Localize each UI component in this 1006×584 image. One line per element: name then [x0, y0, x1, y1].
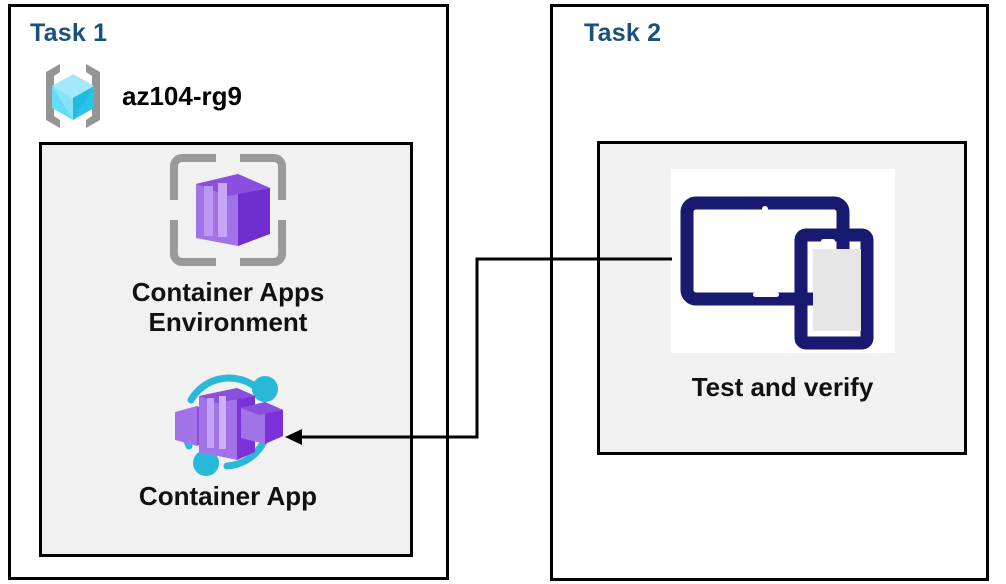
container-app-icon — [165, 370, 291, 476]
container-apps-environment-icon — [166, 150, 290, 270]
test-and-verify-icon — [663, 165, 903, 361]
container-app-caption: Container App — [138, 481, 318, 511]
node-container-app: Container App — [83, 370, 373, 512]
resource-group-icon — [36, 60, 110, 132]
task-1-title: Task 1 — [30, 19, 108, 47]
test-and-verify-caption: Test and verify — [691, 372, 874, 402]
container-apps-environment-caption: Container Apps Environment — [131, 277, 325, 337]
resource-group-label: az104-rg9 — [122, 80, 242, 111]
node-test-and-verify: Test and verify — [640, 165, 925, 403]
task-2-title: Task 2 — [584, 19, 662, 47]
node-container-apps-environment: Container Apps Environment — [83, 150, 373, 338]
resource-group-row: az104-rg9 — [36, 60, 242, 132]
